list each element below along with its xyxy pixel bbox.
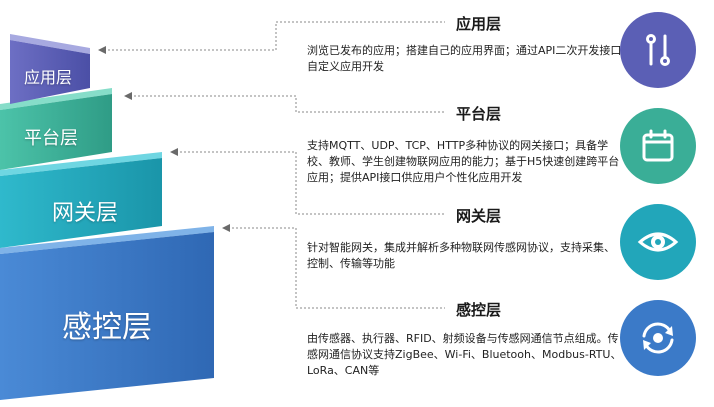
desc-sensing: 由传感器、执行器、RFID、射频设备与传感网通信节点组成。传感网通信协议支持Zi… (307, 332, 622, 377)
step-sensing-face (0, 232, 214, 400)
link-node-icon (646, 34, 670, 66)
step-sensing-top (0, 226, 214, 254)
connector-platform (130, 95, 445, 113)
layer-label-sensing: 感控层 (62, 310, 152, 345)
badge-sensing (620, 300, 696, 376)
badge-gateway (620, 204, 696, 280)
step-app-top (10, 34, 90, 54)
step-app-face (10, 40, 90, 104)
connector-sensing (228, 227, 445, 309)
connector-arrows (98, 46, 230, 232)
arrow-sensing (222, 224, 230, 232)
calendar-icon (642, 129, 674, 162)
connector-lines (104, 21, 445, 309)
step-gateway-face (0, 158, 162, 248)
desc-platform: 支持MQTT、UDP、TCP、HTTP多种协议的网关接口；具备学校、教师、学生创… (307, 139, 620, 184)
sync-eye-icon (642, 322, 674, 354)
desc-app: 浏览已发布的应用；搭建自己的应用界面；通过API二次开发接口自定义应用开发 (307, 44, 622, 73)
layer-label-app: 应用层 (24, 68, 73, 87)
arrow-gateway (170, 148, 178, 156)
connector-gateway (176, 151, 445, 215)
eye-icon (637, 232, 679, 252)
step-gateway-top (0, 152, 162, 176)
title-sensing: 感控层 (456, 301, 502, 319)
arrow-app (98, 46, 106, 54)
connector-app (104, 21, 445, 51)
badge-platform (620, 108, 696, 184)
title-platform: 平台层 (456, 105, 502, 123)
desc-gateway: 针对智能网关，集成并解析多种物联网传感网协议，支持采集、控制、传输等功能 (307, 241, 615, 270)
title-gateway: 网关层 (456, 207, 502, 225)
title-app: 应用层 (456, 15, 502, 33)
arrow-platform (124, 92, 132, 100)
layer-label-gateway: 网关层 (52, 201, 119, 226)
step-platform-face (0, 94, 112, 170)
badge-app (620, 12, 696, 88)
layer-label-platform: 平台层 (24, 128, 78, 149)
step-platform-top (0, 88, 112, 110)
